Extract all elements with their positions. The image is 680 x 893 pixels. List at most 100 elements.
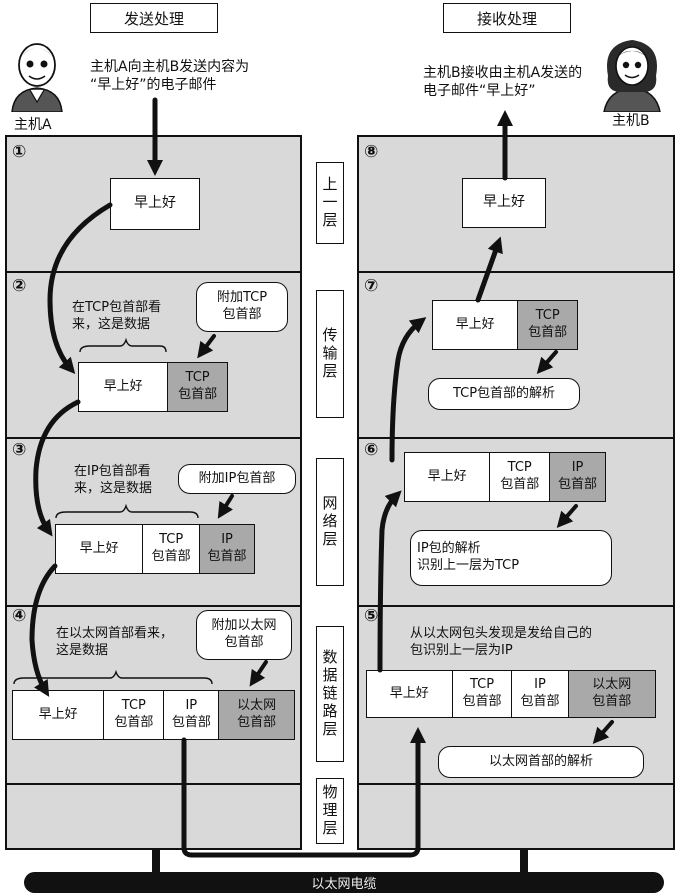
layer-upper-text: 上一层 xyxy=(320,176,339,230)
recv-step7-tcp: TCP 包首部 xyxy=(528,308,568,340)
recv-step6-ip: IP 包首部 xyxy=(558,460,598,492)
layer-label-transport: 传输层 xyxy=(316,290,344,418)
send-tcp-view-note: 在TCP包首部看 来，这是数据 xyxy=(72,300,162,332)
recv-step5-data-seg: 早上好 xyxy=(367,671,452,717)
arrow-step6-to-step7 xyxy=(389,317,427,463)
send-eth-add-text: 附加以太网 包首部 xyxy=(211,618,277,650)
arrow-step3-to-step4 xyxy=(29,563,58,697)
host-b-avatar-icon xyxy=(603,40,661,112)
recv-tcp-parse-text: TCP包首部的解析 xyxy=(452,385,556,401)
send-step3-ip-seg: IP 包首部 xyxy=(199,525,254,573)
recv-step7-data: 早上好 xyxy=(455,316,495,332)
send-step4-eth-seg: 以太网 包首部 xyxy=(218,691,294,739)
recv-eth-found-note: 从以太网包头发现是发给自己的 包识别上一层为IP xyxy=(410,626,593,658)
layer-label-physical: 物理层 xyxy=(316,778,344,844)
recv-step5-ip: IP 包首部 xyxy=(520,677,560,709)
pointer-eth-parse xyxy=(592,720,614,745)
receiver-upper-band xyxy=(359,137,673,273)
recv-step5-ip-seg: IP 包首部 xyxy=(511,671,567,717)
send-step4-data: 早上好 xyxy=(38,706,78,722)
layer-label-datalink: 数据链路层 xyxy=(316,626,344,762)
layer-label-upper: 上一层 xyxy=(316,162,344,244)
step-2-number: ② xyxy=(12,276,27,296)
recv-eth-parse-callout: 以太网首部的解析 xyxy=(438,746,644,778)
send-step4-ip: IP 包首部 xyxy=(171,698,211,730)
brace-tcp-view xyxy=(79,337,167,353)
send-step4-data-seg: 早上好 xyxy=(13,691,103,739)
recv-step5-frame: 早上好 TCP 包首部 IP 包首部 以太网 包首部 xyxy=(366,670,656,718)
send-eth-view-note: 在以太网首部看来， 这是数据 xyxy=(56,626,174,658)
recv-step6-packet: 早上好 TCP 包首部 IP 包首部 xyxy=(404,452,606,502)
step-8-number: ⑧ xyxy=(364,142,379,162)
sender-network-band xyxy=(7,439,300,607)
host-b-label: 主机B xyxy=(612,113,650,129)
layer-datalink-text: 数据链路层 xyxy=(320,649,339,739)
host-a-avatar-icon xyxy=(11,43,63,112)
layer-network-text: 网络层 xyxy=(320,495,339,549)
recv-step6-tcp: TCP 包首部 xyxy=(500,460,540,492)
send-ip-add-text: 附加IP包首部 xyxy=(198,470,276,486)
recv-step7-packet: 早上好 TCP 包首部 xyxy=(432,300,578,350)
pointer-ip-parse xyxy=(556,504,578,529)
sender-transport-band xyxy=(7,273,300,439)
step-1-number: ① xyxy=(12,142,27,162)
send-step3-data-seg: 早上好 xyxy=(56,525,142,573)
send-step2-data: 早上好 xyxy=(103,378,143,394)
pointer-eth-add xyxy=(249,660,268,687)
send-eth-add-callout: 附加以太网 包首部 xyxy=(196,610,292,660)
step-7-number: ⑦ xyxy=(364,276,379,296)
recv-ip-parse-text: IP包的解析 识别上一层为TCP xyxy=(417,541,520,573)
step-3-number: ③ xyxy=(12,440,27,460)
receive-intro-text: 主机B接收由主机A发送的 电子邮件“早上好” xyxy=(423,65,583,100)
pointer-ip-add xyxy=(217,494,234,519)
ethernet-cable: 以太网电缆 xyxy=(24,872,664,893)
recv-step5-tcp-seg: TCP 包首部 xyxy=(451,671,512,717)
send-step4-ip-seg: IP 包首部 xyxy=(163,691,218,739)
send-step1-data: 早上好 xyxy=(134,195,176,212)
recv-step6-ip-seg: IP 包首部 xyxy=(549,453,605,501)
arrow-step2-to-step3 xyxy=(33,399,81,537)
layer-label-network: 网络层 xyxy=(316,458,344,586)
recv-tcp-parse-callout: TCP包首部的解析 xyxy=(428,378,580,410)
recv-step5-data: 早上好 xyxy=(389,685,429,701)
step-4-number: ④ xyxy=(12,606,27,626)
send-intro-text: 主机A向主机B发送内容为 “早上好”的电子邮件 xyxy=(90,59,250,94)
send-ip-add-callout: 附加IP包首部 xyxy=(178,464,296,494)
sender-upper-band xyxy=(7,137,300,273)
step-6-number: ⑥ xyxy=(364,440,379,460)
send-step3-tcp-seg: TCP 包首部 xyxy=(142,525,199,573)
send-header-label: 发送处理 xyxy=(123,9,184,28)
receive-processing-header: 接收处理 xyxy=(443,3,571,33)
brace-ip-view xyxy=(55,503,199,519)
send-tcp-add-callout: 附加TCP 包首部 xyxy=(196,282,288,332)
send-processing-header: 发送处理 xyxy=(90,3,218,33)
receiver-network-band xyxy=(359,439,673,607)
send-step3-packet: 早上好 TCP 包首部 IP 包首部 xyxy=(55,524,255,574)
send-step1-data-box: 早上好 xyxy=(110,178,200,230)
arrow-step1-to-step2 xyxy=(47,202,113,375)
host-a-label: 主机A xyxy=(14,117,52,133)
cable-drop-host-a xyxy=(152,848,160,878)
recv-step8-data: 早上好 xyxy=(483,194,525,211)
send-step2-packet: 早上好 TCP 包首部 xyxy=(78,362,228,412)
arrow-cable-path xyxy=(181,726,427,858)
recv-step6-data-seg: 早上好 xyxy=(405,453,489,501)
send-step3-tcp: TCP 包首部 xyxy=(151,532,191,564)
layer-physical-text: 物理层 xyxy=(320,784,339,838)
pointer-tcp-add xyxy=(197,334,216,359)
ethernet-cable-label: 以太网电缆 xyxy=(311,877,377,892)
send-ip-view-note: 在IP包首部看 来，这是数据 xyxy=(74,464,153,496)
recv-ip-parse-callout: IP包的解析 识别上一层为TCP xyxy=(410,530,612,586)
send-step3-ip: IP 包首部 xyxy=(207,532,247,564)
send-step4-frame: 早上好 TCP 包首部 IP 包首部 以太网 包首部 xyxy=(12,690,295,740)
recv-step7-data-seg: 早上好 xyxy=(433,301,517,349)
recv-eth-parse-text: 以太网首部的解析 xyxy=(488,753,593,769)
cable-drop-host-b xyxy=(520,848,528,878)
recv-step8-data-box: 早上好 xyxy=(462,178,546,228)
recv-step5-eth: 以太网 包首部 xyxy=(592,677,632,709)
arrow-step7-to-step8 xyxy=(475,236,503,303)
pointer-tcp-parse xyxy=(536,350,558,375)
brace-eth-view xyxy=(13,669,213,685)
receive-header-label: 接收处理 xyxy=(476,9,537,28)
